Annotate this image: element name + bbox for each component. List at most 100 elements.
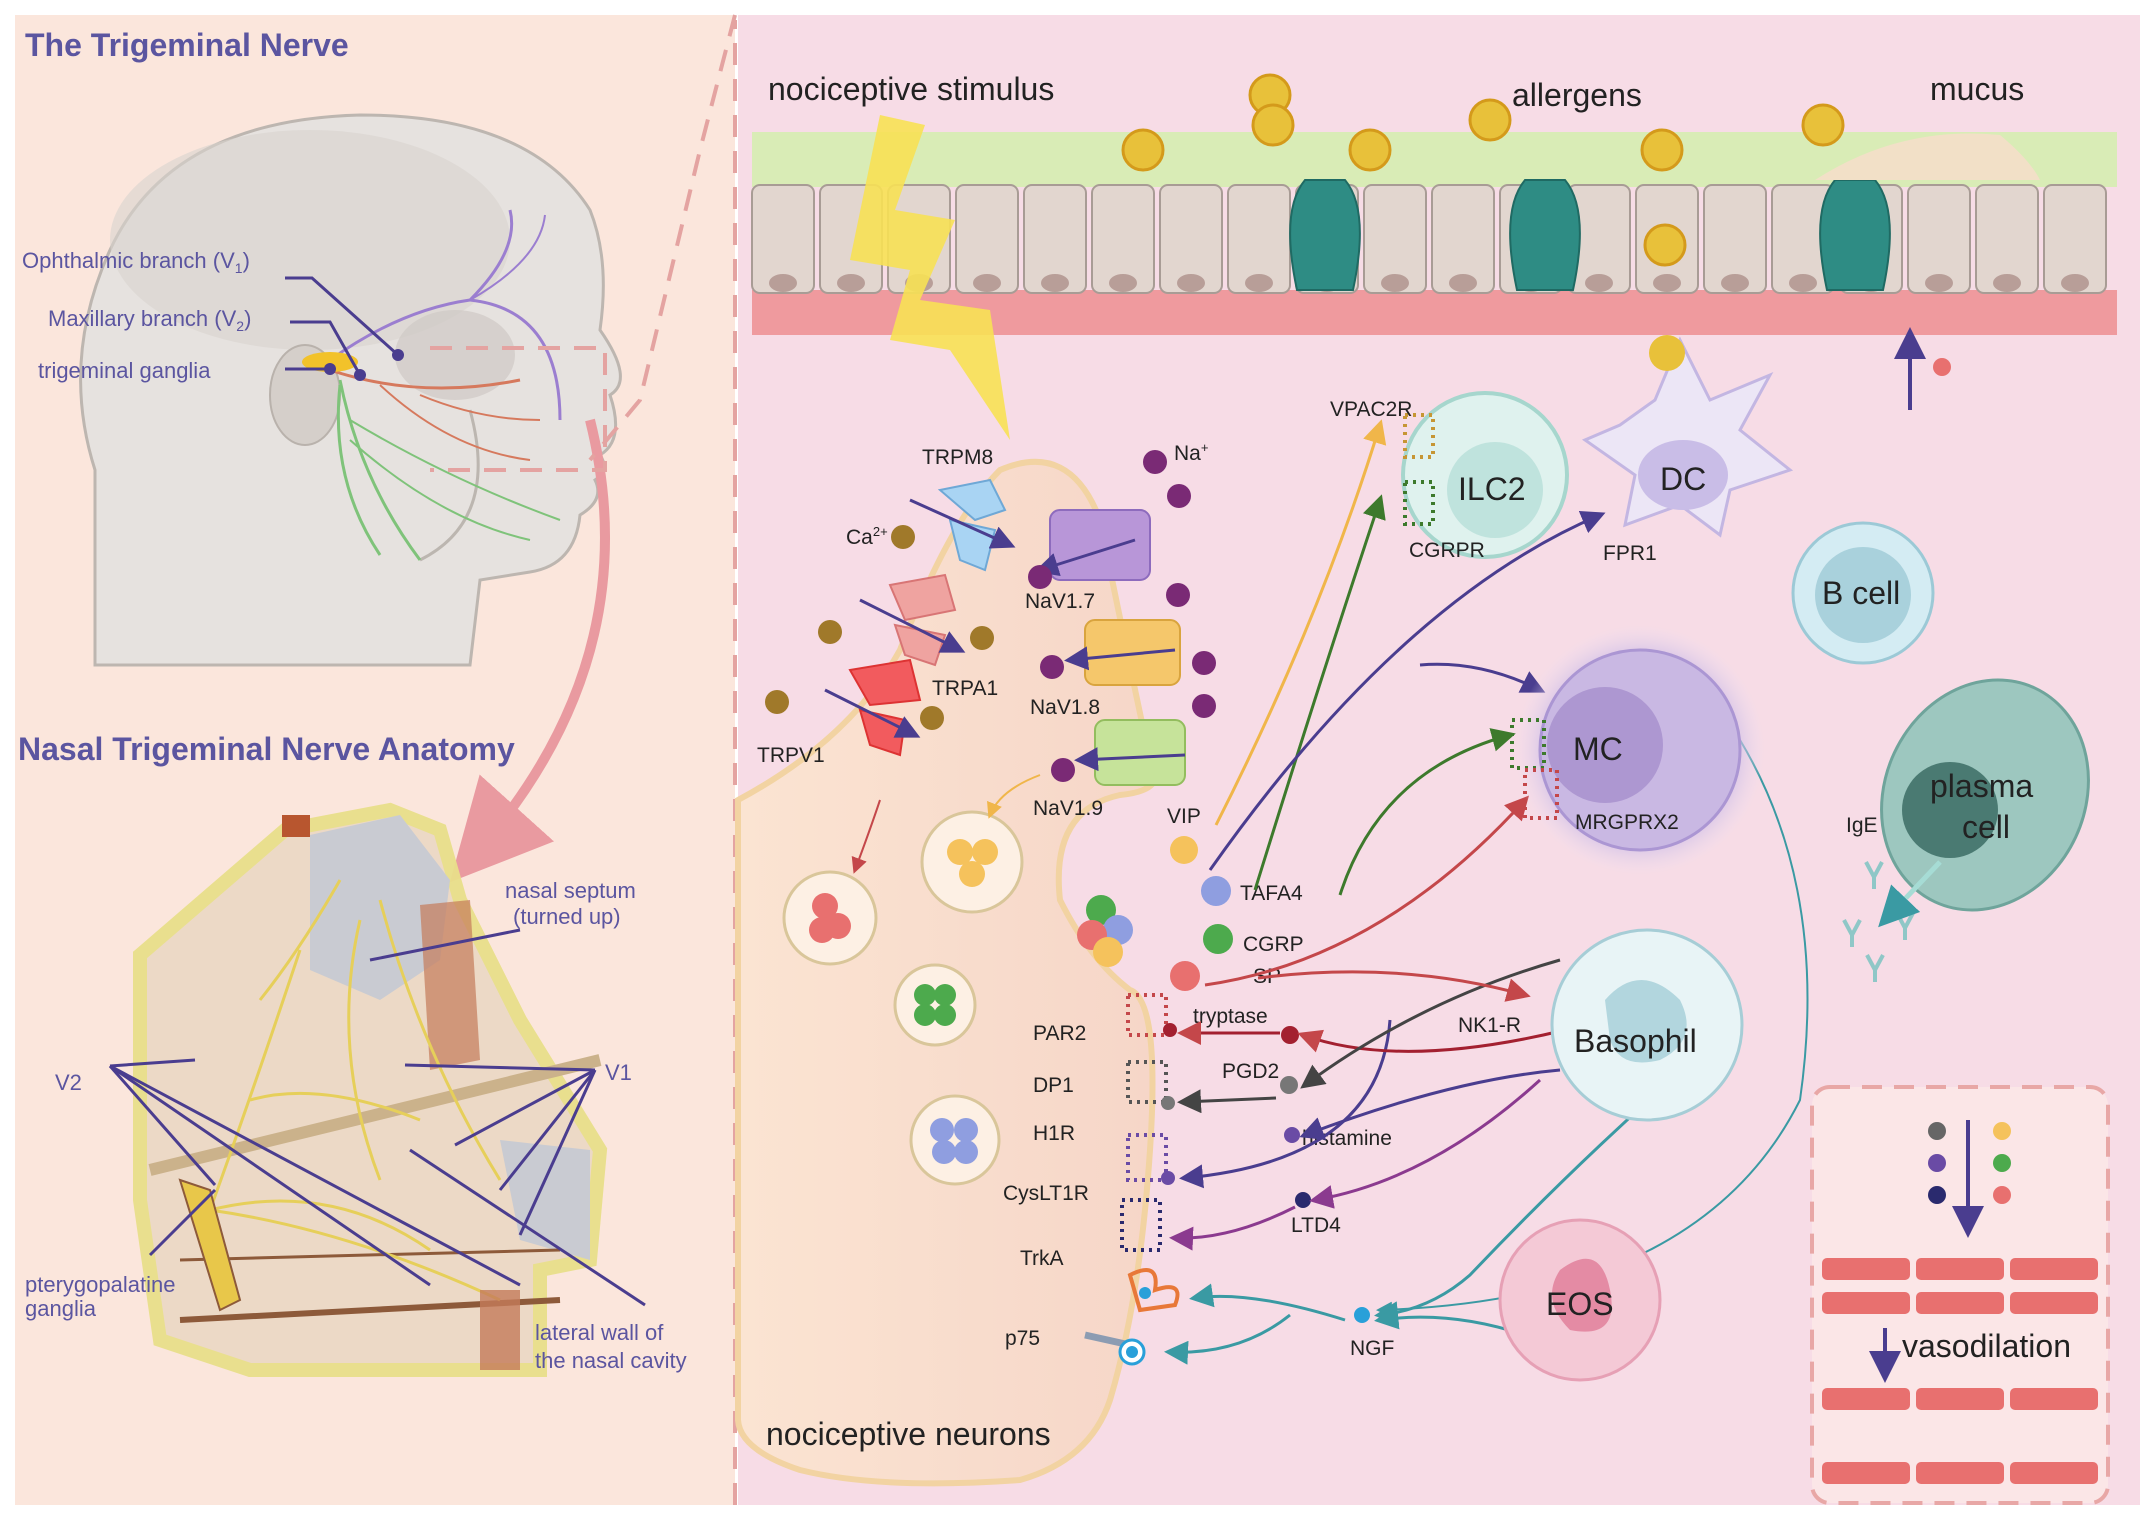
- sodium-label: Na+: [1174, 440, 1208, 465]
- basophil-cell: Basophil: [1550, 928, 1744, 1122]
- allergen-particle: [1251, 103, 1295, 147]
- zoom-arrow: [449, 418, 610, 883]
- trpm8-label: TRPM8: [922, 446, 993, 469]
- nasal-anatomy-illustration: [133, 802, 608, 1377]
- cell-nucleus: [837, 274, 865, 292]
- cell-nucleus: [1925, 274, 1953, 292]
- vip-label: VIP: [1167, 805, 1201, 828]
- fpr1-label: FPR1: [1603, 542, 1657, 565]
- epithelial-cell: [751, 184, 815, 294]
- epithelial-cell: [1907, 184, 1971, 294]
- trpm8-channel: [909, 478, 1016, 572]
- ige-arrow: [1878, 860, 1942, 928]
- par2-label: PAR2: [1033, 1022, 1086, 1045]
- ngf-label: NGF: [1350, 1337, 1394, 1360]
- right-panel: nociceptive stimulus allergens mucus noc…: [735, 15, 2140, 1505]
- trka-receptor: [1127, 1268, 1180, 1313]
- receptor-labels: PAR2 DP1 H1R CysLT1R TrkA p75: [1003, 1022, 1089, 1350]
- goblet-cell: [1509, 179, 1581, 291]
- blood-vessel-bottom: [1822, 1388, 2098, 1484]
- ige-antibodies: [1842, 861, 1915, 982]
- cell-nucleus: [1653, 274, 1681, 292]
- ige-label: IgE: [1846, 814, 1878, 837]
- allergen-particle: [1468, 98, 1512, 142]
- mediators: [1170, 836, 1233, 991]
- p75-label: p75: [1005, 1327, 1040, 1350]
- dp1-label: DP1: [1033, 1074, 1074, 1097]
- ilc2-label: ILC2: [1458, 471, 1526, 507]
- cell-mediators: [1280, 1026, 1370, 1323]
- head-labels: Ophthalmic branch (V1) Maxillary branch …: [22, 248, 404, 383]
- immune-cells: ILC2 DC B cell MC: [1401, 335, 2090, 1382]
- epithelial-cell: [1159, 184, 1223, 294]
- cell-receptor-labels: VPAC2R CGRPR FPR1 MRGPRX2 NK1-R: [1330, 398, 1679, 1037]
- tafa4-molecule: [1201, 876, 1231, 906]
- nav17-channel: [1034, 509, 1151, 581]
- cgrp-label: CGRP: [1243, 933, 1304, 956]
- maxillary-branch-label: Maxillary branch (V2): [48, 306, 251, 334]
- cell-nucleus: [1789, 274, 1817, 292]
- ltd4-label: LTD4: [1291, 1214, 1341, 1237]
- allergen-particle: [1640, 128, 1684, 172]
- v2-label: V2: [55, 1070, 82, 1095]
- vasodilation-label: vasodilation: [1902, 1328, 2071, 1364]
- blood-vessel-top: [1822, 1258, 2098, 1314]
- cell-nucleus: [1245, 274, 1273, 292]
- cyslt1r-receptor: [1120, 1198, 1162, 1252]
- h1r-label: H1R: [1033, 1122, 1075, 1145]
- ophthalmic-branch-label: Ophthalmic branch (V1): [22, 248, 250, 276]
- epithelial-cell: [1431, 184, 1495, 294]
- cell-nucleus: [1041, 274, 1069, 292]
- mast-cell: MC: [1510, 625, 1765, 875]
- anatomy-labels: nasal septum(turned up) V2 V1 pterygopal…: [25, 878, 687, 1373]
- trigeminal-ganglion: [302, 352, 358, 372]
- epithelial-cell: [1703, 184, 1767, 294]
- trpv1-channel: [824, 658, 922, 757]
- zoom-guides: [430, 14, 737, 1505]
- epithelial-cell: [1023, 184, 1087, 294]
- ilc2-cell: ILC2: [1401, 391, 1569, 559]
- allergen-particle: [1121, 128, 1165, 172]
- par2-receptor: [1126, 993, 1177, 1037]
- nav19-label: NaV1.9: [1033, 797, 1103, 820]
- eosinophil-cell: EOS: [1498, 1218, 1662, 1382]
- cgrpr-label: CGRPR: [1409, 539, 1485, 562]
- cyslt1r-label: CysLT1R: [1003, 1182, 1089, 1205]
- dendritic-cell: DC: [1581, 336, 1794, 538]
- mc-label: MC: [1573, 731, 1623, 767]
- allergen-particle: [1348, 128, 1392, 172]
- cell-nucleus: [1993, 274, 2021, 292]
- cell-nucleus: [2061, 274, 2089, 292]
- dc-allergen: [1649, 335, 1685, 371]
- cell-nucleus: [769, 274, 797, 292]
- epithelial-cell: [2043, 184, 2107, 294]
- cgrp-molecule: [1203, 924, 1233, 954]
- trigeminal-ganglia-label: trigeminal ganglia: [38, 358, 211, 383]
- nasal-septum-label: nasal septum(turned up): [505, 878, 636, 929]
- allergen-particle: [1801, 103, 1845, 147]
- epithelial-cell: [1363, 184, 1427, 294]
- vesicles: [782, 774, 1133, 1186]
- mrgprx2-label: MRGPRX2: [1575, 811, 1679, 834]
- h1r-receptor: [1126, 1133, 1175, 1185]
- nasal-anatomy-title: Nasal Trigeminal Nerve Anatomy: [18, 731, 515, 767]
- cell-nucleus: [1449, 274, 1477, 292]
- nociceptive-stimulus-label: nociceptive stimulus: [768, 71, 1054, 107]
- cell-nucleus: [1381, 274, 1409, 292]
- basophil-label: Basophil: [1574, 1023, 1697, 1059]
- lightning-bolt: [850, 115, 1010, 440]
- allergen-particle: [1643, 223, 1687, 267]
- trigeminal-nerve-branches: [329, 209, 562, 561]
- cell-mediator-labels: tryptase PGD2 histamine LTD4 NGF IgE: [1193, 814, 1878, 1360]
- nav18-channel: [1064, 619, 1181, 686]
- sp-molecule: [1170, 961, 1200, 991]
- goblet-cell: [1819, 179, 1891, 291]
- channel-labels: TRPM8 Ca2+ Na+ TRPA1 TRPV1 NaV1.7 NaV1.8…: [757, 440, 1208, 820]
- epithelial-cell: [955, 184, 1019, 294]
- signaling-arrows: [1164, 419, 1809, 1365]
- cell-nucleus: [1721, 274, 1749, 292]
